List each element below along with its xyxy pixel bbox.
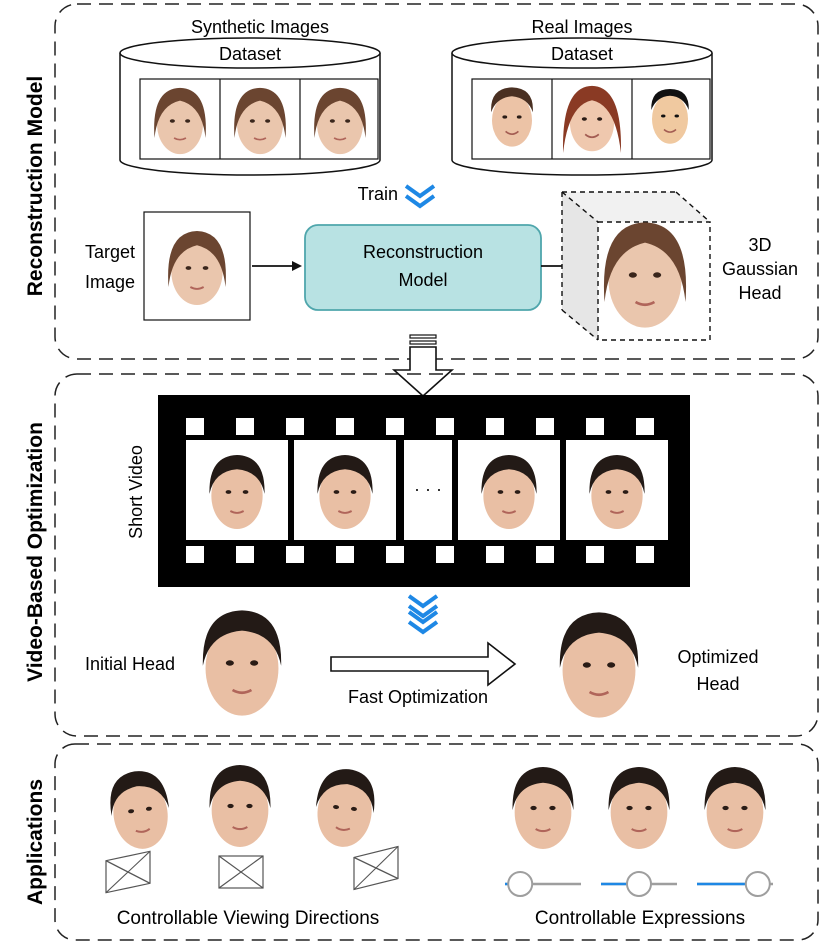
viewing-head-2 bbox=[208, 763, 272, 849]
real-face-3 bbox=[650, 88, 690, 145]
fast-optimization-label: Fast Optimization bbox=[348, 687, 488, 707]
camera-frustum-icon-1 bbox=[105, 850, 151, 894]
synthetic-title: Synthetic Images bbox=[191, 17, 329, 37]
optimized-head-label-2: Head bbox=[696, 674, 739, 694]
viewing-head-3 bbox=[311, 765, 379, 851]
real-dataset-label: Dataset bbox=[551, 44, 613, 64]
camera-frustum-icon-2 bbox=[218, 855, 264, 889]
train-label: Train bbox=[358, 184, 398, 204]
film-strip: · · · bbox=[158, 395, 690, 587]
initial-head-label: Initial Head bbox=[85, 654, 175, 674]
model-label-2: Model bbox=[398, 270, 447, 290]
viewing-directions-label: Controllable Viewing Directions bbox=[117, 908, 380, 929]
section-title-reconstruction: Reconstruction Model bbox=[24, 76, 47, 297]
real-title: Real Images bbox=[531, 17, 632, 37]
optimized-head-face bbox=[558, 610, 640, 720]
gaussian-face bbox=[602, 221, 688, 329]
initial-head-face bbox=[201, 608, 283, 718]
synthetic-dataset-cylinder: Synthetic Images Dataset bbox=[119, 17, 381, 176]
train-chevron-icon bbox=[404, 184, 436, 208]
expressions-label: Controllable Expressions bbox=[535, 908, 745, 929]
frame-ellipsis: · · · bbox=[414, 479, 442, 499]
slider-knob bbox=[744, 871, 771, 897]
expression-head-3 bbox=[703, 765, 767, 851]
big-down-arrow-icon bbox=[391, 334, 455, 398]
camera-frustum-icon-3 bbox=[353, 845, 399, 891]
gaussian-label-2: Gaussian bbox=[722, 259, 798, 279]
gaussian-head-cube bbox=[561, 191, 711, 341]
reconstruction-model-box bbox=[304, 224, 542, 311]
section-title-video: Video-Based Optimization bbox=[24, 422, 47, 682]
gaussian-label-1: 3D bbox=[748, 235, 771, 255]
target-image-label-2: Image bbox=[85, 272, 135, 292]
expression-sliders bbox=[505, 871, 773, 897]
slider-knob bbox=[507, 871, 534, 897]
synthetic-dataset-label: Dataset bbox=[219, 44, 281, 64]
section-title-applications: Applications bbox=[24, 779, 47, 905]
viewing-head-1 bbox=[104, 766, 176, 854]
expression-head-1 bbox=[511, 765, 575, 851]
applications-panel bbox=[54, 743, 819, 941]
expression-head-2 bbox=[607, 765, 671, 851]
model-label-1: Reconstruction bbox=[363, 242, 483, 262]
gaussian-label-3: Head bbox=[738, 283, 781, 303]
real-dataset-cylinder: Real Images Dataset bbox=[451, 17, 713, 176]
video-optimization-panel bbox=[54, 373, 819, 737]
short-video-label: Short Video bbox=[126, 445, 146, 539]
fast-optimization-arrow-icon bbox=[330, 641, 517, 687]
slider-knob bbox=[626, 871, 652, 897]
target-image-label-1: Target bbox=[85, 242, 135, 262]
real-face-1 bbox=[490, 86, 534, 148]
optimized-head-label-1: Optimized bbox=[677, 647, 758, 667]
arrow-head-icon bbox=[292, 261, 302, 271]
